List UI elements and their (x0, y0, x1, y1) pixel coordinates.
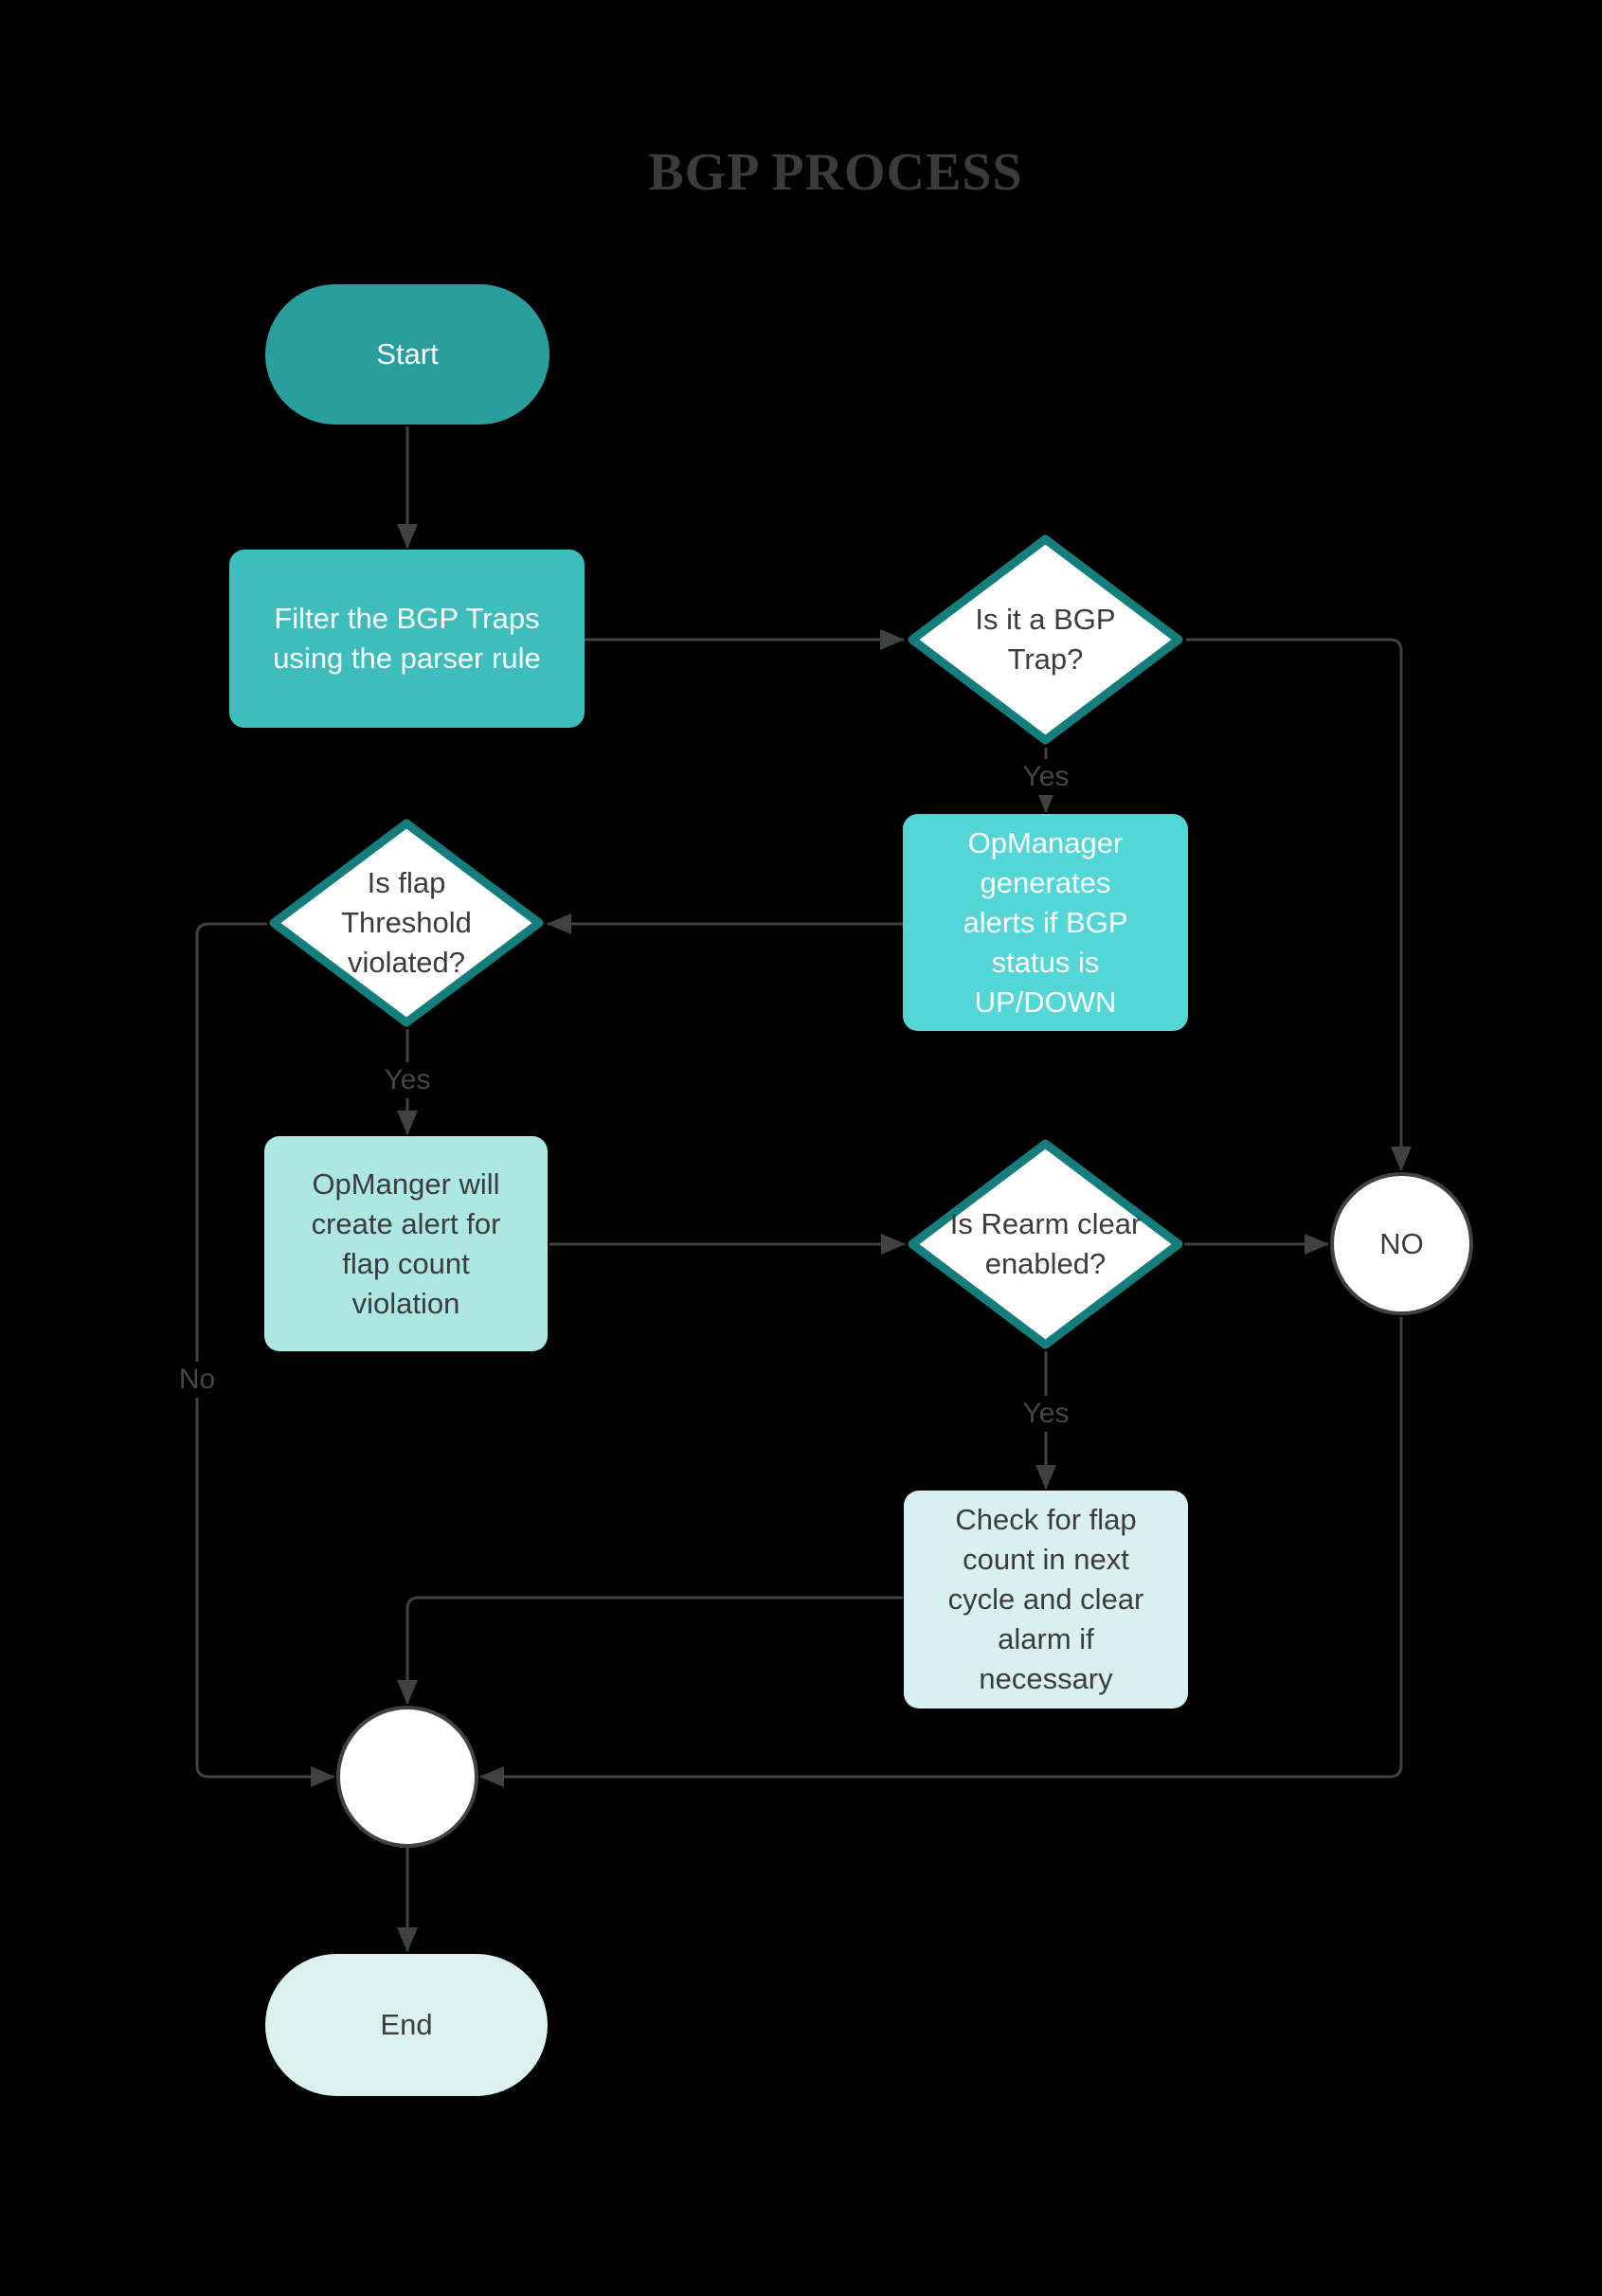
edge-label-rearm-yes: Yes (1013, 1396, 1079, 1432)
node-check-flap-count[interactable]: Check for flap count in next cycle and c… (904, 1491, 1188, 1708)
diagram-title: BGP PROCESS (648, 143, 1023, 202)
diamond-shape (908, 1139, 1183, 1349)
node-no-connector-label: NO (1379, 1226, 1424, 1260)
node-decision-is-bgp-trap-label: Is it a BGP Trap? (975, 603, 1116, 676)
node-start[interactable]: Start (265, 284, 549, 425)
node-generate-alerts[interactable]: OpManager generates alerts if BGP status… (903, 814, 1188, 1031)
node-generate-alerts-label: OpManager generates alerts if BGP status… (963, 825, 1128, 1019)
node-junction[interactable] (336, 1706, 478, 1848)
node-decision-is-rearm-enabled-label: Is Rearm clear enabled? (949, 1207, 1142, 1280)
diamond-shape (908, 534, 1183, 745)
node-end-label: End (380, 2008, 433, 2041)
node-decision-is-flap-violated[interactable]: Is flap Threshold violated? (268, 818, 545, 1028)
node-decision-is-flap-violated-label: Is flap Threshold violated? (341, 866, 472, 979)
node-filter-bgp-traps[interactable]: Filter the BGP Traps using the parser ru… (229, 550, 585, 728)
node-filter-label: Filter the BGP Traps using the parser ru… (273, 602, 541, 675)
edge-isbgptrap-to-no (1186, 638, 1412, 1171)
node-create-alert[interactable]: OpManger will create alert for flap coun… (264, 1136, 548, 1351)
edge-check-to-junction (397, 1596, 903, 1705)
edge-label-flap-yes: Yes (374, 1062, 441, 1098)
node-check-flap-count-label: Check for flap count in next cycle and c… (947, 1503, 1144, 1695)
edge-label-bgp-trap-yes: Yes (1013, 759, 1079, 795)
edge-no-to-junction (479, 1317, 1403, 1787)
diamond-shape (269, 819, 544, 1027)
node-decision-is-bgp-trap[interactable]: Is it a BGP Trap? (907, 533, 1184, 746)
node-no-connector[interactable]: NO (1330, 1172, 1473, 1315)
node-decision-is-rearm-enabled[interactable]: Is Rearm clear enabled? (907, 1138, 1184, 1350)
edge-isflap-no-to-junction (195, 922, 335, 1787)
node-create-alert-label: OpManger will create alert for flap coun… (311, 1166, 501, 1320)
edge-label-flap-no: No (169, 1362, 225, 1398)
node-end[interactable]: End (265, 1954, 548, 2096)
node-start-label: Start (376, 337, 439, 371)
